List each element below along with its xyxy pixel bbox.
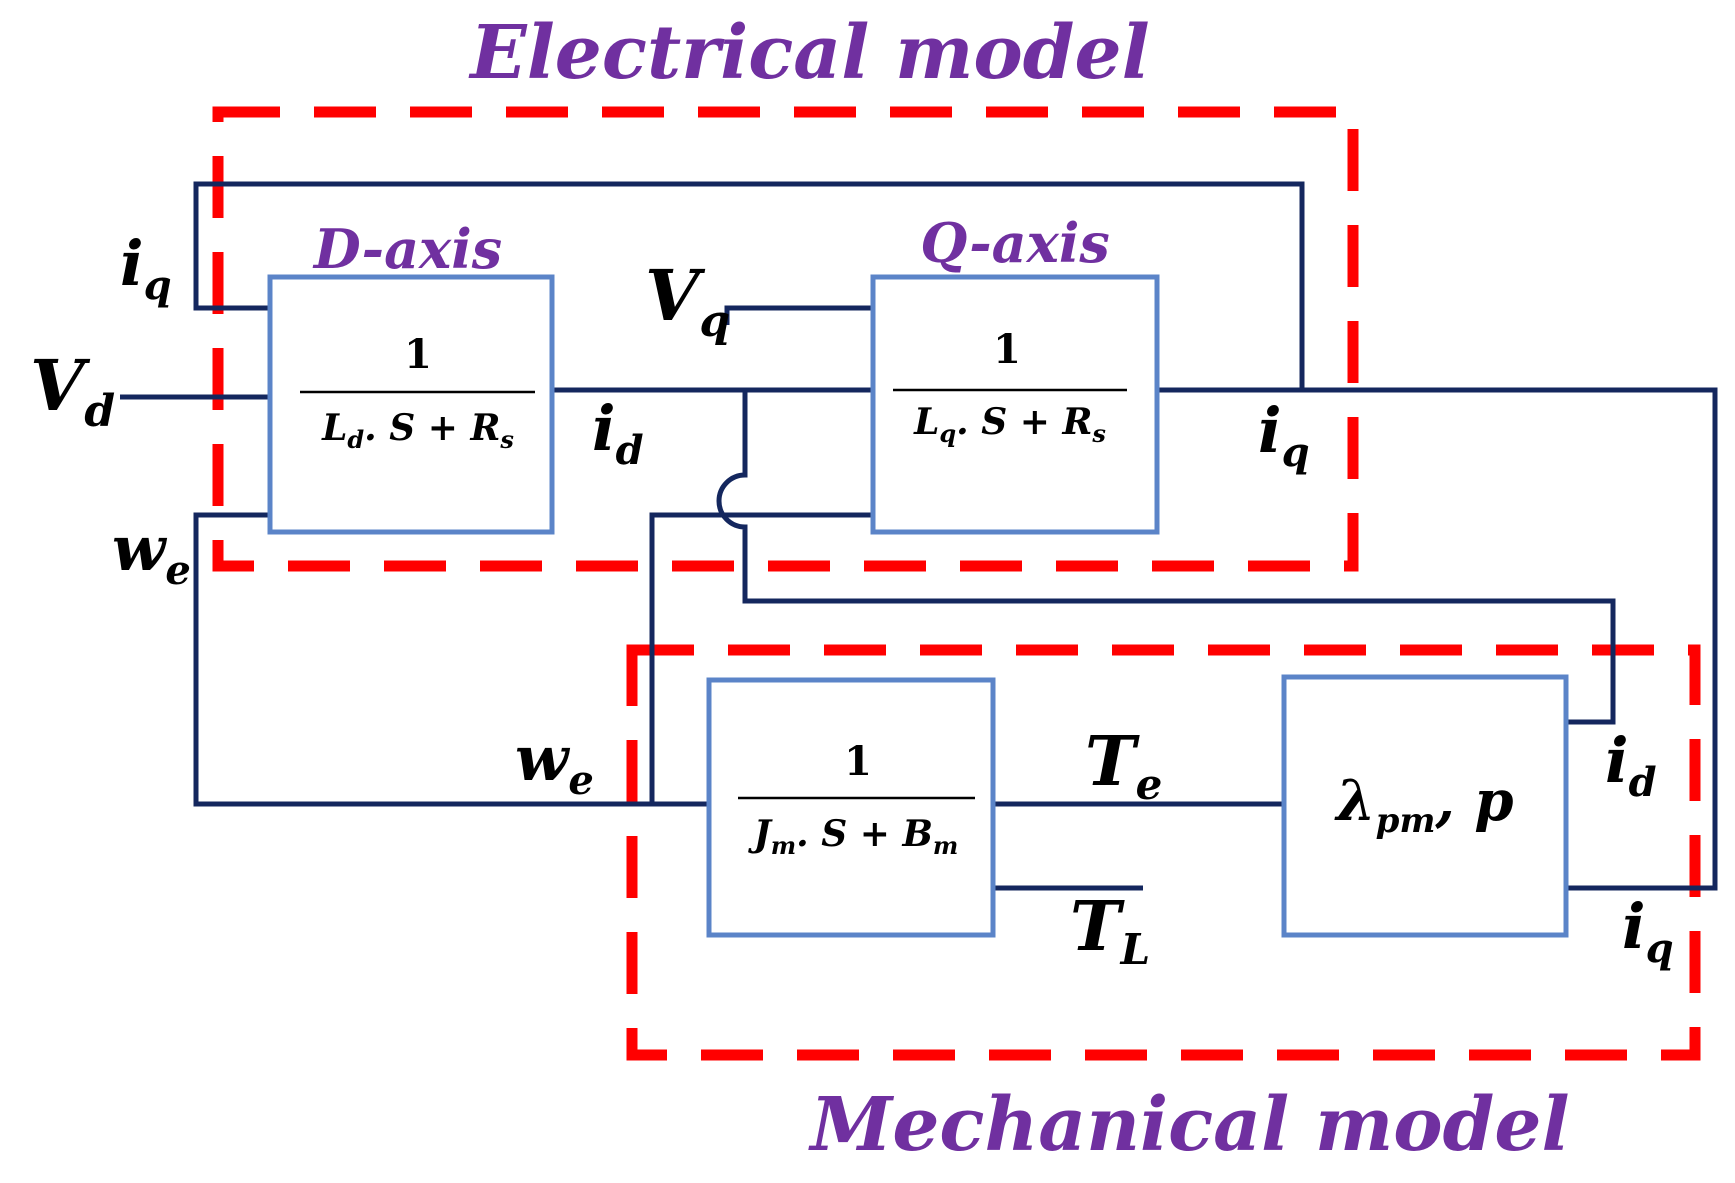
mechanical-numerator: 1 bbox=[844, 738, 872, 785]
signal-wires bbox=[120, 181, 1718, 891]
we-q-wire bbox=[649, 512, 873, 804]
iq-feedback-wire bbox=[193, 181, 1305, 390]
mechanical-block: 1 Jm. S + Bm bbox=[706, 677, 996, 938]
te-label: Te bbox=[1085, 722, 1162, 809]
torque-block-label: λpm, p bbox=[1334, 768, 1513, 841]
id-output-label: id bbox=[592, 392, 644, 474]
q-axis-label: Q-axis bbox=[920, 211, 1110, 275]
we-left-label: we bbox=[112, 512, 191, 594]
vq-label: Vq bbox=[645, 254, 730, 347]
mechanical-model-boundary bbox=[626, 644, 1701, 1061]
mechanical-box bbox=[706, 677, 996, 938]
d-axis-block: 1 Ld. S + Rs D-axis bbox=[267, 217, 555, 535]
d-axis-denominator: Ld. S + Rs bbox=[321, 407, 514, 454]
q-axis-numerator: 1 bbox=[993, 326, 1021, 373]
iq-output-label: iq bbox=[1258, 394, 1310, 476]
id-right-label: id bbox=[1605, 724, 1657, 806]
d-axis-label: D-axis bbox=[312, 217, 502, 281]
tl-label: TL bbox=[1070, 887, 1150, 974]
d-axis-box bbox=[267, 274, 555, 535]
electrical-model-boundary bbox=[212, 106, 1359, 572]
we-bottom-label: we bbox=[515, 722, 594, 804]
iq-feedback-label: iq bbox=[120, 227, 172, 309]
iq-output-wire bbox=[1157, 387, 1718, 891]
electrical-model-title: Electrical model bbox=[468, 10, 1149, 96]
torque-block: λpm, p bbox=[1281, 674, 1569, 938]
torque-box bbox=[1281, 674, 1569, 938]
iq-right-label: iq bbox=[1622, 890, 1674, 972]
vd-label: Vd bbox=[30, 344, 115, 437]
q-axis-box bbox=[870, 274, 1160, 535]
mechanical-model-title: Mechanical model bbox=[807, 1082, 1569, 1168]
d-axis-numerator: 1 bbox=[404, 331, 432, 378]
we-d-wire bbox=[193, 512, 709, 807]
vq-wire bbox=[724, 305, 873, 325]
q-axis-block: 1 Lq. S + Rs Q-axis bbox=[870, 211, 1160, 535]
id-branch-wire bbox=[716, 390, 1616, 725]
q-axis-denominator: Lq. S + Rs bbox=[913, 401, 1106, 448]
